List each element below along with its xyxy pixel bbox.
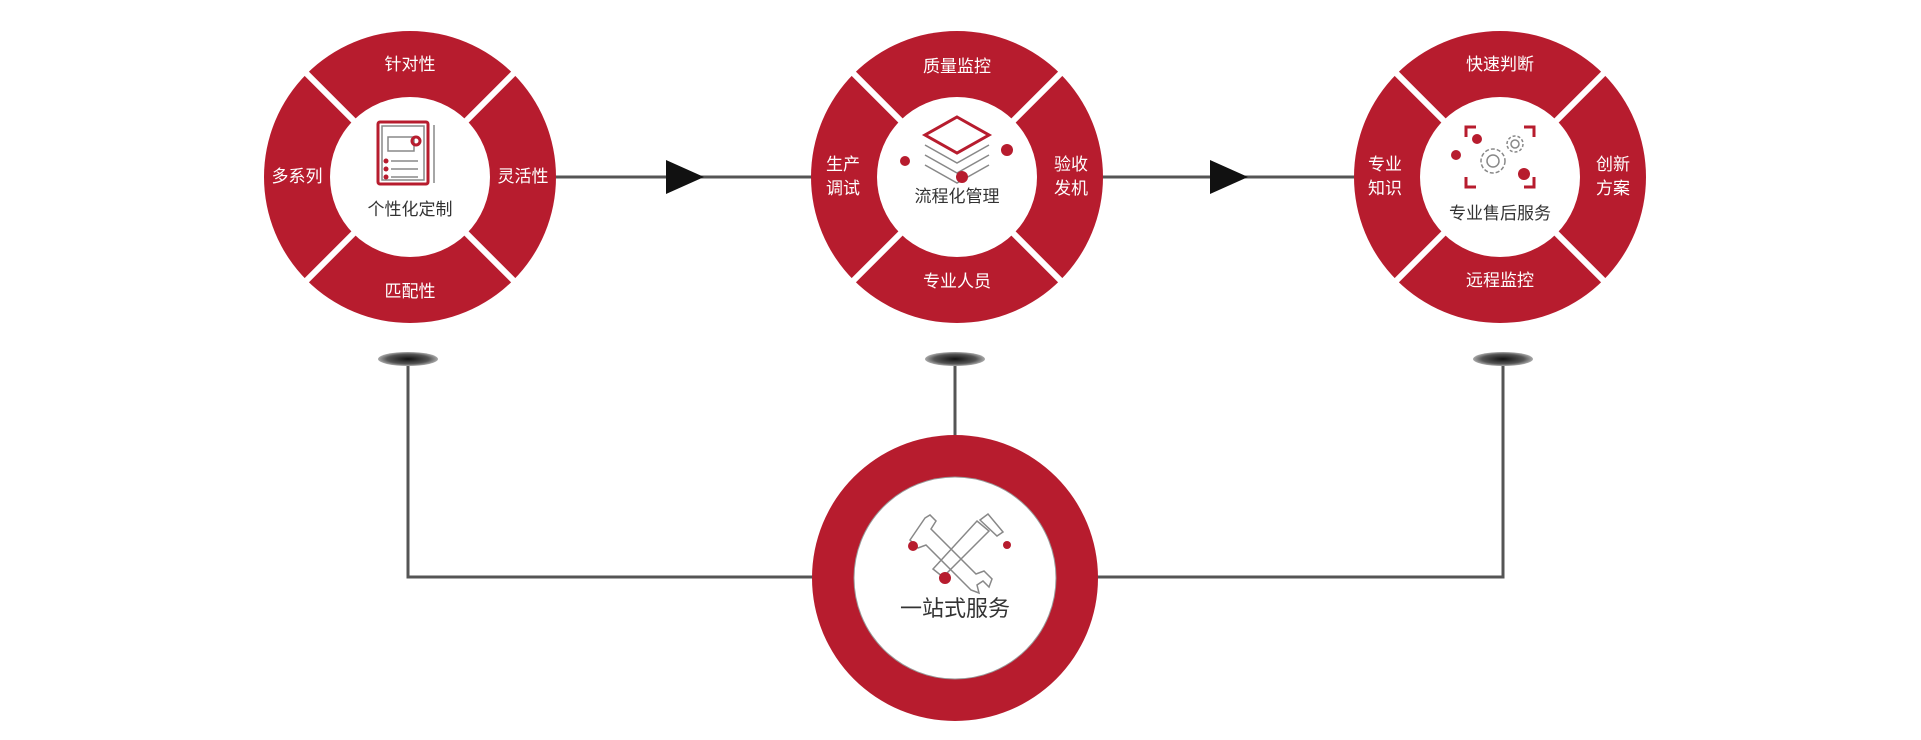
- circle-title: 流程化管理: [915, 187, 1000, 207]
- circle-title: 专业售后服务: [1449, 204, 1551, 224]
- hub-title: 一站式服务: [900, 597, 1010, 622]
- segment-left: 生产: [826, 155, 860, 175]
- segment-bottom: 匹配性: [385, 282, 436, 302]
- shadow-disc: [378, 352, 438, 366]
- gears-icon: [1451, 125, 1536, 189]
- arrow-right-icon: [666, 160, 704, 194]
- tools-icon: [908, 512, 1011, 595]
- arrow-right-icon: [1210, 160, 1248, 194]
- segment-top: 质量监控: [923, 57, 991, 77]
- layers-icon: [900, 115, 1013, 184]
- segment-right: 创新: [1596, 155, 1630, 175]
- segment-left: 专业: [1368, 155, 1402, 175]
- segment-left: 知识: [1368, 179, 1402, 199]
- shadow-disc: [925, 352, 985, 366]
- segment-bottom: 远程监控: [1466, 271, 1534, 291]
- segment-top: 快速判断: [1466, 55, 1534, 75]
- document-icon: [376, 120, 435, 186]
- hub-one-stop-service: 一站式服务: [812, 435, 1098, 721]
- segment-right: 方案: [1596, 179, 1630, 199]
- connector-line: [1097, 359, 1505, 579]
- circle-customization: 个性化定制 针对性 匹配性 多系列 灵活性: [264, 31, 556, 323]
- circle-title: 个性化定制: [368, 200, 453, 220]
- segment-right: 灵活性: [498, 167, 549, 187]
- connector-line: [406, 359, 813, 579]
- shadow-disc: [1473, 352, 1533, 366]
- segment-left: 调试: [826, 179, 860, 199]
- circle-process-management: 流程化管理 质量监控 专业人员 生产 调试 验收 发机: [811, 31, 1103, 323]
- segment-left: 多系列: [272, 167, 323, 187]
- segment-right: 发机: [1054, 179, 1088, 199]
- segment-bottom: 专业人员: [923, 272, 991, 292]
- segment-right: 验收: [1054, 155, 1088, 175]
- circle-after-sales-service: 专业售后服务 快速判断 远程监控 专业 知识 创新 方案: [1354, 31, 1646, 323]
- segment-top: 针对性: [385, 55, 436, 75]
